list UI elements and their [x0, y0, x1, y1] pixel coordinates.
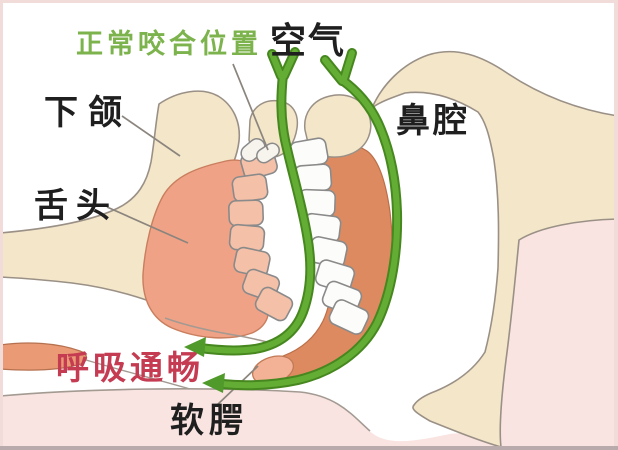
mouth-line — [85, 359, 191, 390]
nasal-cavity-label: 鼻腔 — [396, 102, 470, 140]
mandible-pointer-line — [121, 115, 181, 157]
mandible-label: 下颌 — [44, 94, 132, 132]
nasal-airflow-arrowhead — [202, 373, 225, 393]
bite-pointer-line — [232, 63, 269, 151]
frame-border-top — [0, 0, 618, 3]
skull-bone — [371, 50, 618, 448]
upper-teeth — [289, 137, 370, 335]
bite-position-label: 正常咬合位置 — [76, 29, 262, 59]
frame-border-right — [614, 0, 618, 450]
lower-tooth — [231, 173, 269, 203]
frame-border-bottom — [0, 446, 618, 450]
lower-tooth — [254, 286, 294, 322]
posterior-skin — [494, 219, 618, 450]
tongue-label: 舌头 — [34, 187, 118, 225]
neck-skin — [0, 388, 495, 450]
breathing-clear-label: 呼吸通畅 — [56, 349, 204, 386]
incisor-tooth — [256, 142, 280, 164]
tongue-pointer-line — [106, 206, 189, 244]
lips-shape — [0, 342, 88, 371]
soft-palate-label: 软腭 — [170, 402, 248, 440]
lower-tooth — [228, 199, 264, 227]
incisors — [240, 138, 280, 164]
frame-border-left — [0, 0, 3, 450]
upper-tooth — [328, 299, 370, 335]
air-label: 空气 — [270, 20, 347, 61]
oral-airflow-arrowhead — [184, 337, 206, 357]
